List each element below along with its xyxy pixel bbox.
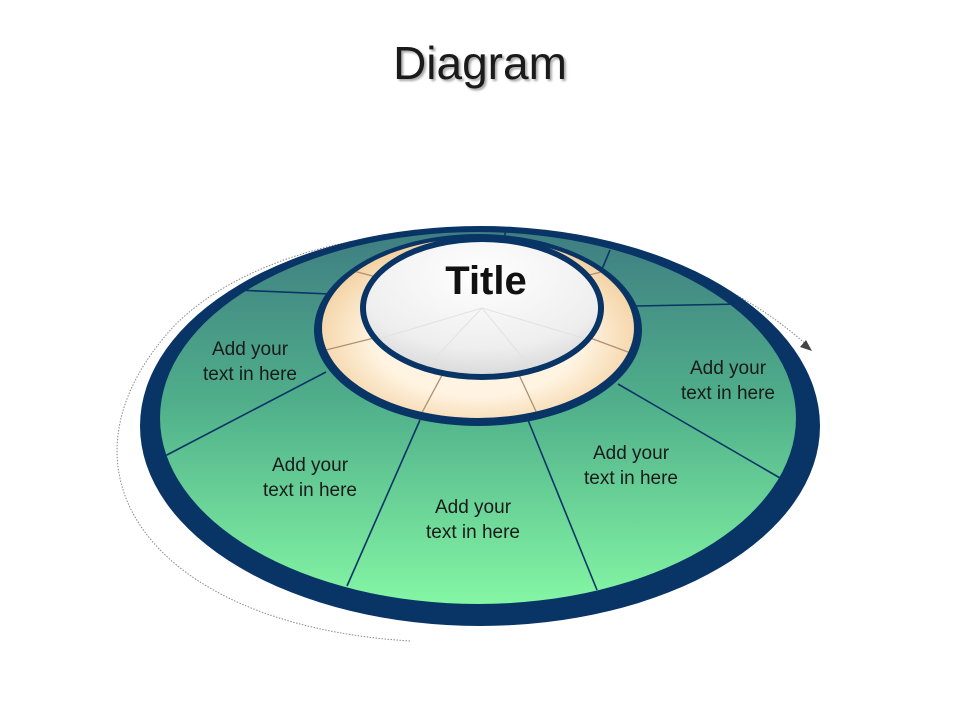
segment-label-line: text in here [203, 364, 297, 385]
disk-divider [527, 419, 598, 591]
segment-label-line: Add your [690, 358, 767, 379]
segment-label-line: Add your [435, 497, 512, 518]
segment-label-5: Add your text in here [681, 358, 775, 404]
disk-divider [635, 303, 741, 307]
disk-divider [162, 371, 327, 458]
hub-divider [419, 307, 483, 374]
disk-divider [234, 289, 331, 295]
segment-label-line: Add your [593, 443, 670, 464]
segment-label-2: Add your text in here [263, 455, 357, 501]
slide-title: Diagram [393, 37, 567, 89]
segment-label-line: text in here [263, 480, 357, 501]
disk-divider [346, 419, 421, 587]
hub-divider [481, 307, 591, 341]
segment-label-line: text in here [681, 383, 775, 404]
segment-label-1: Add your text in here [203, 339, 297, 385]
segment-label-line: Add your [272, 455, 349, 476]
hub-divider [374, 307, 483, 341]
segment-label-line: text in here [584, 468, 678, 489]
segment-label-4: Add your text in here [584, 443, 678, 489]
disk-divider [617, 383, 781, 479]
rotation-arrowhead-icon [800, 340, 812, 351]
segment-label-line: Add your [212, 339, 289, 360]
segment-label-3: Add your text in here [426, 497, 520, 543]
segment-label-line: text in here [426, 522, 520, 543]
center-title: Title [445, 259, 527, 303]
hub-divider [481, 307, 537, 374]
